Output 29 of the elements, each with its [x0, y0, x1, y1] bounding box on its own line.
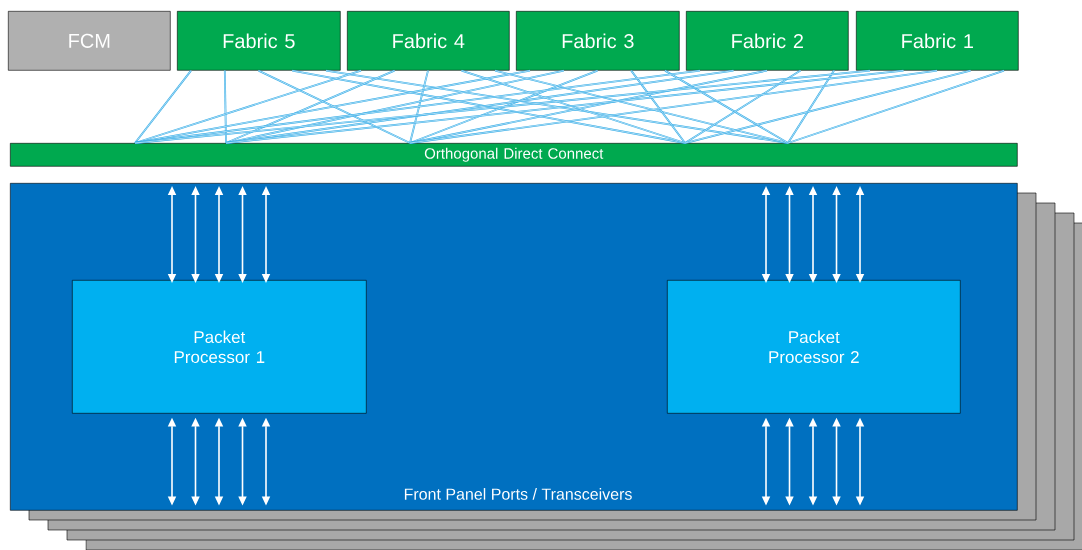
module-box: Fabric 3	[516, 11, 680, 71]
link-line	[409, 69, 429, 144]
module-box: Fabric 4	[347, 11, 510, 71]
link-line	[225, 69, 905, 144]
processor-box: Packet Processor 1	[72, 280, 367, 414]
connector-bar: Orthogonal Direct Connect	[10, 143, 1018, 167]
link-line	[134, 69, 871, 144]
link-line	[223, 69, 227, 144]
link-line	[787, 69, 835, 144]
processor-box: Packet Processor 2	[667, 280, 961, 414]
link-line	[409, 69, 599, 144]
link-line	[291, 69, 686, 144]
module-box: Fabric 2	[686, 11, 849, 71]
link-line	[460, 69, 686, 144]
link-line	[409, 69, 938, 144]
module-box: Fabric 1	[856, 11, 1019, 71]
module-box: FCM	[8, 11, 171, 71]
module-box: Fabric 5	[177, 11, 341, 71]
link-line	[787, 69, 1005, 144]
link-line	[684, 69, 972, 144]
link-line	[225, 69, 396, 144]
link-line	[684, 69, 802, 144]
link-line	[664, 69, 789, 144]
link-line	[325, 69, 789, 144]
link-line	[134, 69, 192, 144]
link-line	[257, 69, 411, 144]
link-line	[630, 69, 686, 144]
link-line	[494, 69, 789, 144]
link-line	[134, 69, 362, 144]
